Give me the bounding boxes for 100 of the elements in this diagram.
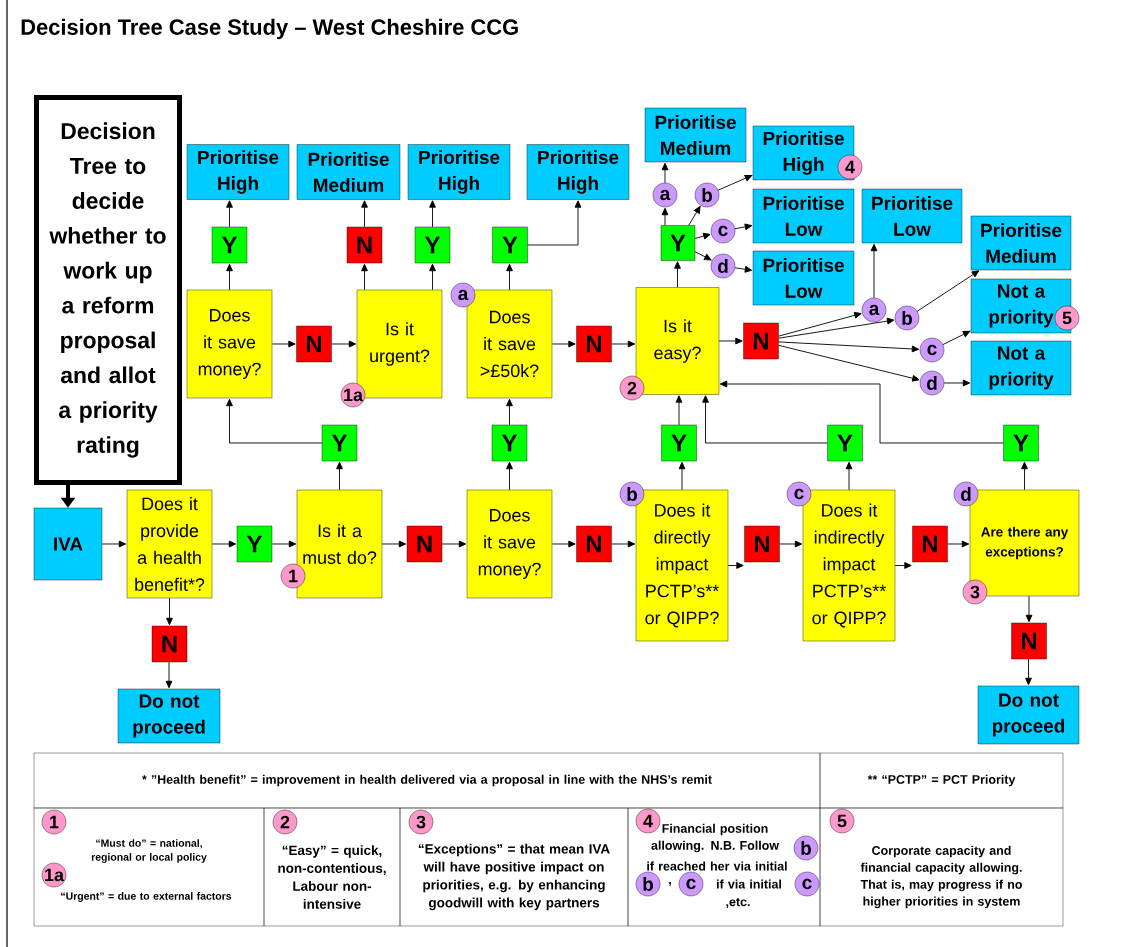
outcome-box: Do not proceed [977, 685, 1080, 745]
arrow [506, 263, 513, 291]
arrow [661, 162, 669, 184]
arrow [779, 540, 803, 548]
arrow [1025, 595, 1033, 623]
arrow [361, 200, 368, 228]
yes-box: Y [661, 424, 697, 462]
no-box: N [743, 322, 779, 360]
outcome-box: Prioritise High [186, 144, 290, 200]
callout-letter: c [919, 337, 945, 363]
arrow [916, 270, 980, 312]
arrow [661, 207, 669, 226]
no-box: N [151, 625, 188, 663]
arrow [506, 398, 513, 426]
no-box: N [744, 525, 780, 563]
yes-box: Y [660, 225, 696, 261]
outcome-box: Not a priority [970, 340, 1072, 396]
arrow [611, 540, 636, 548]
no-box: N [1011, 622, 1047, 660]
callout-number: 2 [619, 375, 645, 401]
arrow [702, 395, 828, 444]
callout-letter: c [794, 871, 820, 897]
callout-number: 2 [272, 809, 298, 835]
arrow [943, 379, 971, 387]
outcome-box: Prioritise Low [861, 188, 963, 244]
table-cell: * ”Health benefit” = improvement in health delivered via a proposal in line with the NHS’s remit [33, 752, 821, 809]
yes-box: Y [1003, 424, 1039, 462]
callout-letter: b [619, 481, 645, 507]
no-box: N [296, 325, 332, 363]
question-box: Does it provide a health benefit*? [126, 489, 213, 599]
arrow [611, 340, 636, 348]
callout-number: 4 [635, 808, 661, 834]
callout-letter: c [678, 871, 704, 897]
arrow [226, 263, 233, 291]
arrow [336, 461, 343, 491]
yes-box: Y [414, 226, 451, 264]
arrow [101, 540, 127, 548]
callout-number: 1a [41, 862, 67, 888]
arrow [694, 232, 711, 240]
no-box: N [576, 325, 612, 363]
callout-letter: d [710, 253, 736, 279]
arrow [675, 395, 683, 426]
yes-box: Y [236, 525, 273, 563]
arrow [778, 341, 920, 353]
outcome-box: IVA [33, 507, 103, 581]
arrow [734, 266, 753, 273]
arrow [166, 597, 173, 626]
callout-number: 1a [340, 382, 366, 408]
yes-box: Y [321, 424, 358, 462]
outcome-box: Prioritise Medium [644, 107, 747, 163]
arrow [719, 380, 1004, 444]
arrow [441, 540, 467, 548]
callout-letter: d [919, 370, 945, 396]
heading-box: Decision Tree to decide whether to work up a reform proposal and allot a priority rating [34, 95, 182, 485]
no-box: N [576, 525, 612, 563]
outcome-box: Prioritise High [407, 144, 511, 200]
question-box: Does it save money? [466, 489, 553, 599]
arrow [717, 174, 753, 191]
callout-letter: b [635, 871, 661, 897]
arrow [727, 562, 744, 569]
arrow [331, 340, 357, 348]
outcome-box: Prioritise Low [752, 250, 855, 306]
no-box: N [912, 525, 948, 563]
callout-letter: a [861, 297, 887, 323]
arrow [527, 200, 582, 246]
arrow [1021, 461, 1028, 491]
arrow [678, 461, 686, 491]
arrow [506, 461, 513, 491]
callout-letter: c [786, 481, 812, 507]
yes-box: Y [827, 424, 863, 462]
arrow [165, 661, 173, 689]
arrow [381, 540, 407, 548]
outcome-box: Prioritise Medium [296, 144, 401, 200]
callout-number: 5 [829, 808, 855, 834]
outcome-box: Prioritise High [526, 144, 630, 200]
callout-letter: b [694, 182, 720, 208]
callout-letter: a [450, 282, 476, 308]
yes-box: Y [211, 226, 248, 264]
question-box: Does it save money? [186, 289, 273, 399]
arrow [551, 340, 576, 348]
no-box: N [406, 525, 443, 563]
callout-number: 3 [962, 579, 988, 605]
callout-letter: d [953, 481, 979, 507]
arrow [226, 398, 323, 444]
callout-letter: b [793, 835, 819, 861]
arrow [845, 461, 853, 491]
arrow [734, 223, 753, 231]
arrow [271, 540, 297, 548]
callout-number: 1 [41, 809, 67, 835]
outcome-box: Prioritise Low [752, 188, 855, 244]
table-cell: ** “PCTP” = PCT Priority [819, 752, 1064, 809]
arrow [361, 263, 368, 291]
arrow [778, 344, 920, 382]
arrow [1025, 658, 1032, 686]
arrow [226, 200, 233, 228]
arrow [947, 540, 970, 548]
arrow [718, 337, 743, 345]
arrow [870, 243, 878, 299]
title: Decision Tree Case Study – West Cheshire CCG [21, 18, 518, 40]
callout-number: 3 [408, 809, 434, 835]
